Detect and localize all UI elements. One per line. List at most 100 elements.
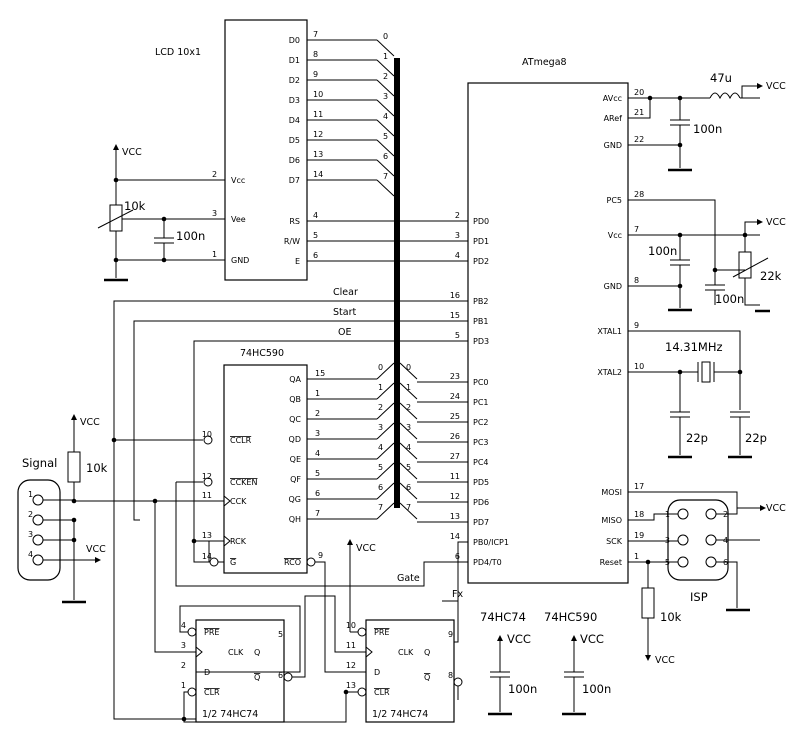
lcd-ctrl-number: 6 (313, 251, 318, 260)
mcu-right-label: Reset (600, 558, 622, 567)
ff2-body (365, 619, 455, 723)
bus-entry (376, 402, 395, 420)
isp-pin-number: 6 (723, 558, 728, 567)
ff-qbar-number: 6 (278, 671, 283, 680)
bus-index: 0 (406, 363, 411, 372)
bus-index: 2 (383, 72, 388, 81)
lcd-pin-label: D1 (289, 56, 300, 65)
inductor-value: 47u (710, 71, 732, 85)
bus-index: 0 (378, 363, 383, 372)
lcd-left-label: GND (231, 256, 249, 265)
counter-out-label: QF (290, 475, 301, 484)
bus-index: 1 (378, 383, 383, 392)
bus-index: 5 (378, 463, 383, 472)
bus-index: 6 (406, 483, 411, 492)
mcu-left-number: 15 (450, 311, 460, 320)
mcu-left-number: 2 (455, 211, 460, 220)
mcu-left-number: 25 (450, 412, 460, 421)
ff-pre-label: PRE (204, 628, 219, 637)
mcu-right-number: 18 (634, 510, 644, 519)
decoup2-cap: 100n (582, 682, 611, 696)
lcd-cap-value: 100n (176, 229, 205, 243)
mcu-left-label: PD3 (473, 337, 489, 346)
counter-out-label: QH (289, 515, 301, 524)
mcu-left-number: 6 (455, 552, 460, 561)
vcc-cap2-value: 100n (715, 292, 744, 306)
ff-d-label: D (204, 668, 210, 677)
bus-index: 1 (383, 52, 388, 61)
lcd-pin-label: D0 (289, 36, 300, 45)
mcu-right-label: PC5 (607, 196, 623, 205)
bus-entry (376, 119, 395, 137)
lcd-pin-label: D2 (289, 76, 300, 85)
counter-in-label: RCK (230, 537, 247, 546)
mcu-left-number: 3 (455, 231, 460, 240)
mcu-left-number: 24 (450, 392, 460, 401)
bus-entry (399, 382, 418, 400)
ff-clr-label: CLR (204, 688, 220, 697)
counter-out-label: QG (289, 495, 302, 504)
bus-index: 4 (383, 112, 388, 121)
mcu-vcc-label: VCC (766, 217, 786, 228)
lcd-left-label: Vcc (231, 176, 245, 185)
mcu-right-number: 22 (634, 135, 644, 144)
bus-entry (376, 159, 395, 177)
signal-connector (17, 479, 61, 581)
lcd-pin-label: D7 (289, 176, 300, 185)
counter-out-label: QB (289, 395, 301, 404)
mcu-right-number: 9 (634, 321, 639, 330)
isp-vcc-label: VCC (766, 503, 786, 514)
counter-rco-label: RCO (284, 558, 301, 567)
bus-index: 6 (378, 483, 383, 492)
ff-clr-number: 13 (346, 681, 356, 690)
signal-title: Signal (22, 456, 57, 470)
mcu-right-number: 19 (634, 531, 644, 540)
ff-q-number: 9 (448, 630, 453, 639)
lcd-left-number: 1 (212, 250, 217, 259)
ff-clk-number: 3 (181, 641, 186, 650)
mcu-right-label: GND (604, 282, 622, 291)
mcu-left-label: PD5 (473, 478, 489, 487)
wiring (17, 19, 770, 723)
bus-index: 4 (378, 443, 383, 452)
lcd-ctrl-label: R/W (284, 237, 300, 246)
decoup1-supply: VCC (507, 632, 531, 646)
isp-pin-number: 3 (665, 536, 670, 545)
ff-clr-label: CLR (374, 688, 390, 697)
mcu-left-label: PB2 (473, 297, 488, 306)
mcu-right-label: GND (604, 141, 622, 150)
lcd-title: LCD 10x1 (155, 47, 201, 58)
bus-index: 2 (406, 403, 411, 412)
mcu-right-label: XTAL1 (597, 327, 622, 336)
mcu-left-label: PD2 (473, 257, 489, 266)
mcu-right-number: 7 (634, 225, 639, 234)
mcu-left-label: PB1 (473, 317, 488, 326)
xcap2-value: 22p (745, 431, 767, 445)
mcu-right-label: XTAL2 (597, 368, 622, 377)
ff-clk-label: CLK (228, 648, 244, 657)
mcu-left-label: PC1 (473, 398, 489, 407)
counter-in-number: 14 (202, 552, 212, 561)
ff-pre-label: PRE (374, 628, 389, 637)
ff-q-label: Q (254, 648, 260, 657)
lcd-pin-label: D5 (289, 136, 300, 145)
mcu-left-label: PC3 (473, 438, 489, 447)
net-clear: Clear (333, 287, 358, 298)
crystal-value: 14.31MHz (665, 340, 723, 354)
counter-out-number: 4 (315, 449, 320, 458)
mcu-left-label: PC4 (473, 458, 489, 467)
ff-d-number: 2 (181, 661, 186, 670)
signal-pin-number: 3 (28, 530, 33, 539)
counter-out-label: QA (289, 375, 301, 384)
bus-entry (376, 179, 395, 197)
mcu-left-number: 12 (450, 492, 460, 501)
mcu-right-label: MOSI (601, 488, 622, 497)
lcd-ctrl-label: RS (289, 217, 300, 226)
signal-pin-number: 2 (28, 510, 33, 519)
ff-pre-number: 10 (346, 621, 356, 630)
ff1-title: 1/2 74HC74 (202, 709, 258, 720)
lcd-pot-value: 10k (124, 199, 146, 213)
mcu-left-label: PD0 (473, 217, 489, 226)
bus-index: 6 (383, 152, 388, 161)
